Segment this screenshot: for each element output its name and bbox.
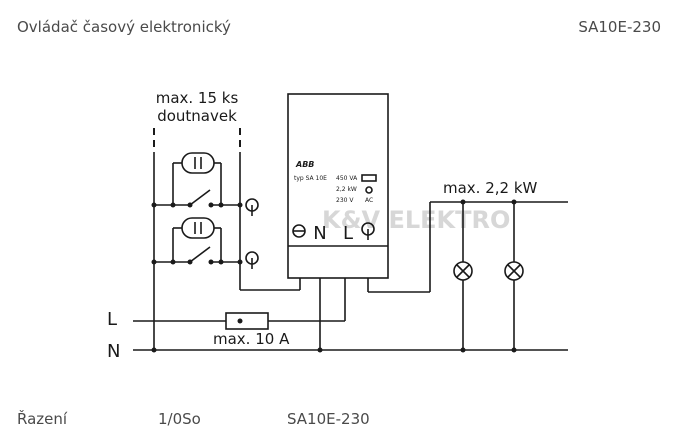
device-rating-2: 2,2 kW [336, 186, 357, 193]
indicator-lamp-1 [245, 198, 259, 216]
device-type: typ SA 10E [294, 175, 327, 182]
indicator-lamp-2 [245, 251, 259, 269]
glow-label-line2: doutnavek [157, 107, 237, 125]
fuse [225, 312, 269, 330]
terminal-l-label: L [343, 223, 353, 244]
load-lamp-1 [453, 199, 473, 353]
switching-label: Řazení [17, 410, 68, 428]
device-brand: ABB [295, 160, 314, 169]
product-code: SA10E-230 [578, 18, 661, 36]
fuse-label: max. 10 A [213, 330, 290, 348]
pushbutton-2 [151, 217, 243, 265]
device-rating-3: 230 V [336, 197, 354, 204]
glow-label-line1: max. 15 ks [156, 89, 239, 107]
pushbutton-1 [151, 152, 243, 350]
load-label: max. 2,2 kW [443, 179, 538, 197]
line-l-label: L [107, 309, 117, 330]
switching-value: 1/0So [158, 410, 201, 428]
watermark: K&V ELEKTRO [322, 206, 510, 234]
device-rating-4: AC [365, 197, 373, 204]
footer-code: SA10E-230 [287, 410, 370, 428]
terminal-n-label: N [313, 223, 326, 244]
timer-device: ABB typ SA 10E 450 VA 2,2 kW 230 V AC N … [287, 93, 389, 279]
device-rating-1: 450 VA [336, 175, 358, 182]
line-n-label: N [107, 341, 120, 362]
page-title: Ovládač časový elektronický [17, 18, 231, 36]
load-lamp-2 [504, 199, 524, 353]
